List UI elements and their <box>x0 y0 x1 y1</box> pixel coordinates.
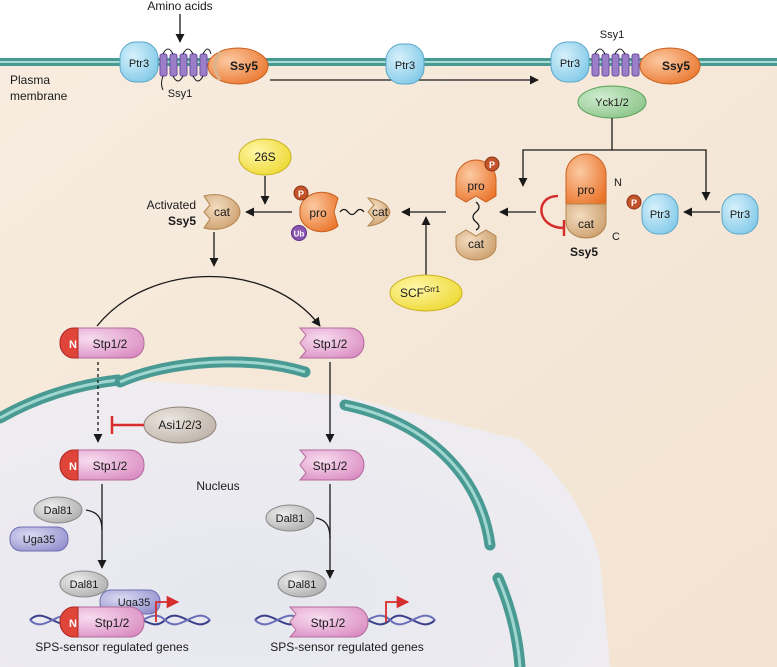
ptr3-unphos-label: Ptr3 <box>730 209 750 221</box>
ptr3-phos-label: Ptr3 <box>650 209 670 221</box>
ptr3-protein-right <box>550 41 590 83</box>
phosphate-icon-ptr3 <box>626 194 642 210</box>
linker-ub <box>339 208 365 216</box>
ptr3-unphosphorylated <box>721 193 759 235</box>
ssy1-label: Ssy1 <box>168 88 192 100</box>
sps-genes-label-left: SPS-sensor regulated genes <box>35 640 188 654</box>
stp-nuclear-n-label: N <box>69 461 77 473</box>
phosphate-icon-ub <box>293 185 309 201</box>
ptr3-protein <box>119 41 159 83</box>
ssy5-pro-domain <box>565 153 607 205</box>
dal81-left <box>33 496 83 524</box>
plasma-membrane-label-line2: membrane <box>10 89 68 103</box>
branch-arrow-to-ssy5 <box>518 118 613 187</box>
activated-ssy5-cat <box>203 194 241 230</box>
cat-label-ub: cat <box>372 205 389 219</box>
ptr3-label-right: Ptr3 <box>560 58 580 70</box>
sps-genes-label-right: SPS-sensor regulated genes <box>270 640 423 654</box>
ssy1-transmembrane-helices <box>159 48 212 91</box>
amino-acids-label: Amino acids <box>147 0 212 13</box>
stp-nuclear-cleaved: Stp1/2 <box>298 449 365 481</box>
c-terminus-label: C <box>612 231 620 243</box>
phosphate-label-ssy5: P <box>489 160 495 170</box>
activated-label-line2: Ssy5 <box>168 214 196 228</box>
ssy5-phosphorylated: pro P cat <box>455 156 500 261</box>
stp-cleaved: Stp1/2 <box>298 327 365 359</box>
stp-full-length: N Stp1/2 <box>59 327 145 359</box>
n-terminus-label: N <box>614 177 622 189</box>
phosphate-label-ub: P <box>298 189 304 199</box>
dal81-bound-left-label: Dal81 <box>70 579 99 591</box>
cat-label-inactive: cat <box>578 217 595 231</box>
branch-arrow-to-ptr3 <box>612 149 711 201</box>
ssy5-inactive-label: Ssy5 <box>570 245 598 259</box>
asi-label: Asi1/2/3 <box>158 418 202 432</box>
stp-label: Stp1/2 <box>93 337 128 351</box>
pro-label-phos: pro <box>467 179 485 193</box>
stp-n-label: N <box>69 339 77 351</box>
stp-nuclear-full: N Stp1/2 <box>59 449 145 481</box>
ptr3-label: Ptr3 <box>129 58 149 70</box>
uga35-bound-label: Uga35 <box>118 597 150 609</box>
ssy5-cat-domain <box>565 203 607 239</box>
scf-grr1-complex <box>389 274 463 312</box>
ssy1-helices-right <box>591 48 640 77</box>
stp-bound-right <box>288 606 369 638</box>
ptr3-protein-middle <box>385 43 425 85</box>
sps-sensor-complex-active: Ssy1 Ptr3 Ssy5 Yck1/2 <box>550 29 701 119</box>
stp-cleaved-protein <box>298 327 365 359</box>
proteasome-26s <box>238 138 292 176</box>
ssy5-label: Ssy5 <box>230 59 258 73</box>
scf-grr1-label: SCFGrr1 <box>400 285 441 300</box>
nucleus-label: Nucleus <box>196 479 239 493</box>
activated-label-line1: Activated <box>147 198 196 212</box>
ssy5-protein-right <box>639 47 701 85</box>
ssy5-inactive-complex: pro cat N C Ssy5 <box>540 153 622 259</box>
pro-label-ub: pro <box>309 206 327 220</box>
phosphate-label-ptr3: P <box>631 198 637 208</box>
ptr3-phosphorylated <box>641 193 679 235</box>
uga35-left <box>9 526 69 552</box>
stp-cleavage-arrow <box>96 276 321 327</box>
stp-nuclear-label: Stp1/2 <box>93 459 128 473</box>
cat-domain-ub <box>366 197 391 227</box>
stp-cleaved-label: Stp1/2 <box>313 337 348 351</box>
stp-nuclear-cleaved-label: Stp1/2 <box>313 459 348 473</box>
plasma-membrane-label-line1: Plasma <box>10 73 50 87</box>
yck-label: Yck1/2 <box>595 97 629 109</box>
dal81-bound-right-label: Dal81 <box>288 579 317 591</box>
stp-bound-left-n: N <box>69 618 77 630</box>
dal81-bound-right <box>277 570 327 598</box>
transcription-arrow-right <box>385 595 410 622</box>
ssy5-label-right: Ssy5 <box>662 59 690 73</box>
ubiquitin-label: Ub <box>294 230 305 239</box>
phosphate-icon-ssy5 <box>484 156 500 172</box>
dal81-right-label: Dal81 <box>276 513 305 525</box>
stp-n-terminus <box>59 327 79 359</box>
stp-bound-right-label: Stp1/2 <box>311 616 346 630</box>
ubiquitin-icon <box>291 225 307 241</box>
dal81-right <box>265 504 315 532</box>
ssy5-protein <box>207 47 269 85</box>
ssy5-ubiquitinated: pro P Ub cat <box>291 185 391 241</box>
proteasome-label: 26S <box>254 150 275 164</box>
pro-label-inactive: pro <box>577 183 595 197</box>
activated-cat-label: cat <box>214 205 231 219</box>
uga35-left-label: Uga35 <box>23 534 55 546</box>
ssy1-label-right: Ssy1 <box>600 29 624 41</box>
transcription-arrow-left <box>155 595 180 622</box>
dal81-left-label: Dal81 <box>44 505 73 517</box>
cat-domain-phos <box>455 229 497 261</box>
cat-label-phos: cat <box>468 237 485 251</box>
sps-sensor-complex-inactive: Ptr3 Ssy1 Ssy5 <box>119 41 269 100</box>
stp-bound-left-label: Stp1/2 <box>95 616 130 630</box>
inhibition-arc <box>540 194 565 230</box>
linker <box>472 201 480 231</box>
dal81-bound-left <box>59 570 109 598</box>
ptr3-label-middle: Ptr3 <box>395 60 415 72</box>
